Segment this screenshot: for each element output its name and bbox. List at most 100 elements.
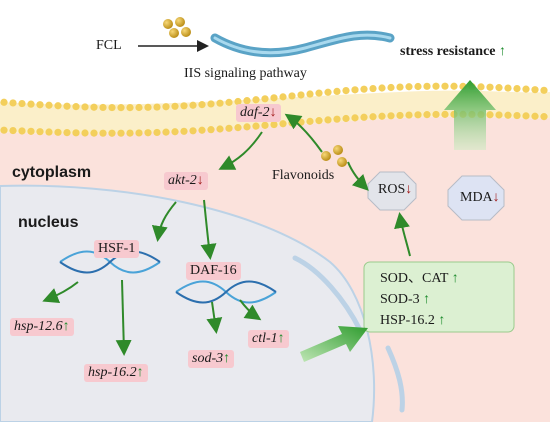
lipid-head <box>171 128 179 136</box>
lipid-head <box>72 103 80 111</box>
flavonoids-label: Flavonoids <box>272 168 335 183</box>
enzyme-item: HSP-16.2 ↑ <box>380 310 459 331</box>
lipid-head <box>405 83 413 91</box>
nucleus-region <box>0 184 376 422</box>
lipid-head <box>306 90 314 98</box>
gene-sod3: sod-3↑ <box>188 350 235 368</box>
lipid-head <box>90 129 98 137</box>
lipid-head <box>522 112 530 120</box>
flavonoids-to-ros-arrow <box>347 161 369 191</box>
gene-sod3-name: sod-3 <box>192 351 224 366</box>
stress-resistance-label: stress resistance ↑ <box>400 44 506 60</box>
lipid-head <box>252 122 260 130</box>
ros-octagon <box>367 171 417 211</box>
lipid-head <box>495 111 503 119</box>
lipid-head <box>54 102 62 110</box>
lipid-head <box>225 98 233 106</box>
lipid-head <box>216 99 224 107</box>
lipid-head <box>333 115 341 123</box>
lipid-head <box>324 88 332 96</box>
lipid-head <box>9 99 17 107</box>
lipid-head <box>180 102 188 110</box>
lipid-head <box>369 84 377 93</box>
lipid-head <box>531 112 539 120</box>
nuclear-envelope-arc <box>385 345 405 413</box>
enzyme-label: SOD-3 <box>380 292 420 307</box>
mda-label: MDA↓ <box>460 190 500 206</box>
lipid-head <box>81 129 89 137</box>
daf2-to-akt2-arrow <box>218 131 263 170</box>
lipid-head <box>234 124 242 132</box>
enzyme-up-icon: ↑ <box>423 292 431 307</box>
lipid-head <box>288 92 296 100</box>
lipid-head <box>189 127 197 135</box>
lipid-head <box>234 97 242 106</box>
flavonoids-to-daf2-arrow <box>284 113 323 153</box>
lipid-head <box>99 129 107 137</box>
lipid-head <box>261 95 269 103</box>
lipid-head <box>432 82 440 90</box>
enzyme-list: SOD、CAT ↑ SOD-3 ↑ HSP-16.2 ↑ <box>380 268 459 331</box>
fcl-particles-icon <box>163 17 191 38</box>
lipid-head <box>513 111 521 120</box>
lipid-head <box>315 117 323 125</box>
enzymes-to-ros-arrow <box>394 212 411 257</box>
enzyme-up-icon: ↑ <box>438 313 446 328</box>
lipid-head <box>153 128 161 137</box>
lipid-head <box>306 117 314 125</box>
gene-daf2-name: daf-2 <box>240 105 270 120</box>
lipid-head <box>351 114 359 122</box>
gene-hsp126-name: hsp-12.6 <box>14 319 63 334</box>
lipid-head <box>243 97 251 105</box>
lipid-head <box>495 84 503 92</box>
pathway-label: IIS signaling pathway <box>184 66 307 81</box>
lipid-head <box>36 128 44 136</box>
enzyme-label: SOD、CAT <box>380 271 449 286</box>
lipid-head <box>153 103 161 111</box>
lipid-head <box>198 101 206 109</box>
lipid-head <box>360 113 368 121</box>
lipid-head <box>135 129 143 137</box>
ros-label: ROS↓ <box>378 182 412 198</box>
lipid-head <box>414 82 422 91</box>
lipid-head <box>45 101 53 109</box>
lipid-head <box>72 129 80 137</box>
stress-resistance-text: stress resistance <box>400 44 496 59</box>
flavonoid-particles-icon <box>321 145 347 167</box>
protein-hsf1: HSF-1 <box>94 240 140 258</box>
gene-hsp162-up-icon: ↑ <box>136 365 144 380</box>
stress-resistance-up-icon: ↑ <box>499 44 507 59</box>
lipid-head <box>189 101 197 109</box>
lipid-head <box>117 129 125 137</box>
hsf1-to-hsp162-arrow <box>115 279 132 356</box>
enzyme-box <box>363 261 515 333</box>
lipid-head <box>54 128 62 136</box>
lipid-head <box>342 87 350 95</box>
cytoplasm-label: cytoplasm <box>12 164 92 181</box>
lipid-head <box>522 85 530 93</box>
gene-akt2-name: akt-2 <box>168 173 197 188</box>
lipid-head <box>126 103 134 112</box>
lipid-head <box>198 126 206 134</box>
hsf1-to-hsp126-arrow <box>42 281 79 303</box>
enzyme-up-icon: ↑ <box>451 271 459 286</box>
gene-akt2-down-icon: ↓ <box>196 173 204 188</box>
lipid-head <box>279 120 287 128</box>
lipid-head <box>0 126 8 134</box>
lipid-head <box>261 121 269 129</box>
lipid-head <box>378 112 386 120</box>
lipid-head <box>513 84 521 93</box>
lipid-head <box>297 91 305 99</box>
lipid-head <box>486 111 494 119</box>
gene-hsp126-up-icon: ↑ <box>62 319 70 334</box>
ros-text: ROS <box>378 182 406 197</box>
gene-ctl1: ctl-1↑ <box>248 330 289 348</box>
lipid-head <box>180 127 188 135</box>
lipid-head <box>423 82 431 90</box>
lipid-head <box>504 111 512 119</box>
lipid-head <box>396 83 404 91</box>
lipid-head <box>243 123 251 131</box>
stress-resistance-arrow <box>444 80 496 150</box>
lipid-head <box>108 103 116 112</box>
